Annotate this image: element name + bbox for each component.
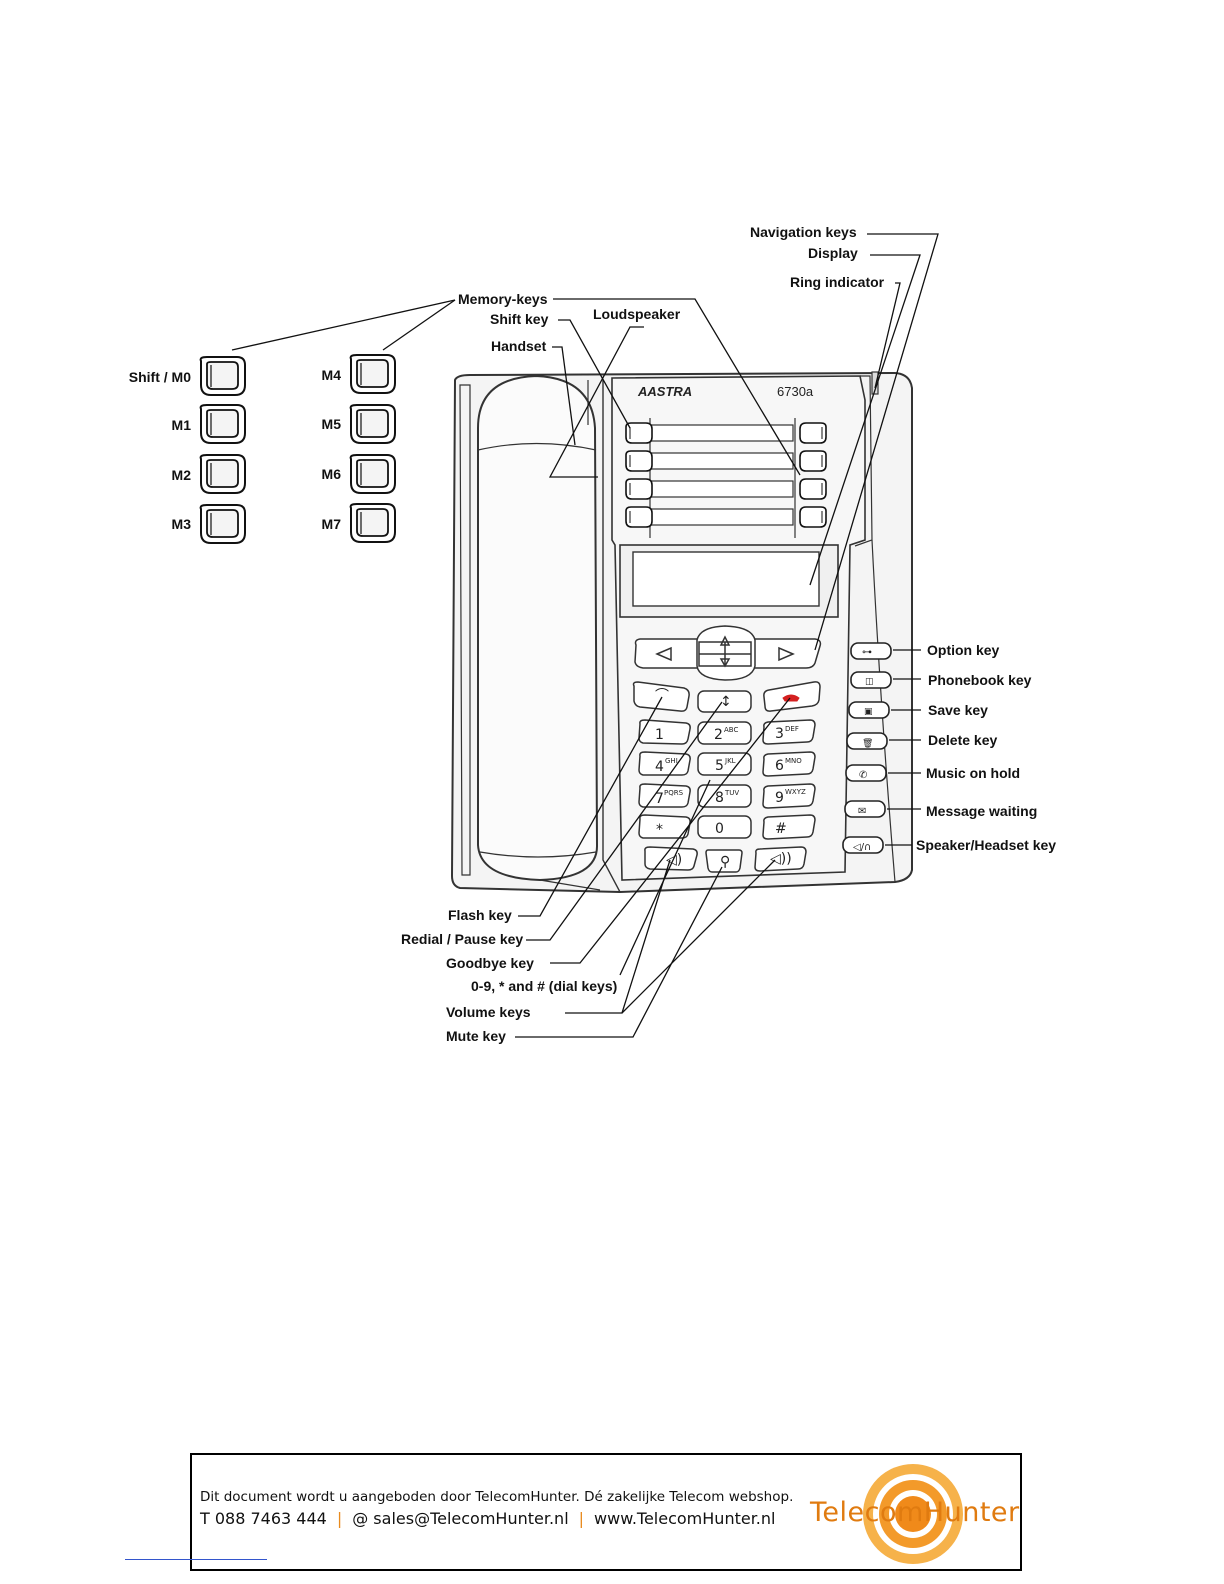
memory-key-icon: [199, 454, 246, 494]
dial-key-7: 7: [655, 791, 664, 807]
dial-key-4: 4: [655, 759, 664, 775]
dial-key-8: 8: [715, 790, 724, 806]
memory-key-icon: [349, 354, 396, 394]
callout-flash-key: Flash key: [448, 907, 512, 923]
dial-key-2-letters: ABC: [724, 726, 738, 734]
dial-key-3-letters: DEF: [785, 725, 799, 733]
callout-dial-keys: 0-9, * and # (dial keys): [471, 978, 617, 994]
footer-tagline: Dit document wordt u aangeboden door Tel…: [200, 1489, 794, 1505]
memory-key-label: M1: [172, 417, 192, 433]
logo-text: TelecomHunter: [810, 1497, 1020, 1528]
callout-volume-keys: Volume keys: [446, 1004, 531, 1020]
dial-key-2: 2: [714, 727, 723, 743]
dial-key-4-letters: GHI: [665, 757, 678, 765]
dial-key-star: *: [656, 822, 663, 838]
callout-shift-key: Shift key: [490, 311, 549, 327]
callout-labels: Memory-keys Shift key Loudspeaker Handse…: [401, 224, 1056, 1044]
svg-text:↕: ↕: [720, 694, 732, 710]
logo-target-icon: [863, 1464, 963, 1564]
footer-contact: T 088 7463 444 | @ sales@TelecomHunter.nl |…: [200, 1509, 775, 1528]
dial-key-labels: 1 2 ABC 3 DEF 4 GHI 5 JKL 6 MNO 7 PQRS 8…: [655, 725, 806, 870]
callout-mute-key: Mute key: [446, 1028, 506, 1044]
callout-redial-pause-key: Redial / Pause key: [401, 931, 523, 947]
callout-memory-keys: Memory-keys: [458, 291, 548, 307]
phone-brand: AASTRA: [637, 384, 692, 399]
dial-key-8-letters: TUV: [724, 789, 739, 797]
footer-phone: T 088 7463 444: [200, 1509, 327, 1528]
svg-text:◫: ◫: [865, 677, 874, 687]
callout-option-key: Option key: [927, 642, 1000, 658]
svg-text:✆: ✆: [859, 770, 867, 781]
callout-display: Display: [808, 245, 858, 261]
memory-key-label: M3: [172, 516, 192, 532]
callout-save-key: Save key: [928, 702, 988, 718]
dial-key-0: 0: [715, 821, 724, 837]
footer-banner: Dit document wordt u aangeboden door Tel…: [190, 1453, 1022, 1571]
callout-message-waiting: Message waiting: [926, 803, 1037, 819]
memory-key-icon: [199, 504, 246, 544]
dial-key-3: 3: [775, 726, 784, 742]
memory-keys-group: Shift / M0 M1 M2 M3 M4 M5 M6 M7: [129, 354, 396, 544]
side-keys: ⊶ ◫ ▣ 🗑 ✆ ✉ ◁/∩: [842, 642, 892, 854]
callout-music-on-hold: Music on hold: [926, 765, 1020, 781]
memory-key-label: M5: [322, 416, 342, 432]
dial-key-5-letters: JKL: [724, 757, 736, 765]
dial-key-9: 9: [775, 790, 784, 806]
phone-diagram: Shift / M0 M1 M2 M3 M4 M5 M6 M7: [129, 224, 1057, 1044]
dial-key-5: 5: [715, 758, 724, 774]
svg-text:✉: ✉: [858, 806, 866, 817]
telecomhunter-logo[interactable]: TelecomHunter: [808, 1461, 1020, 1567]
memory-key-label: M7: [322, 516, 342, 532]
memory-key-icon: [199, 404, 246, 444]
callout-speaker-headset-key: Speaker/Headset key: [916, 837, 1056, 853]
callout-lines: [231, 233, 939, 1038]
dial-key-6-letters: MNO: [785, 757, 802, 765]
volume-down-icon: ◁): [666, 852, 682, 868]
memory-key-icon: [199, 356, 246, 396]
svg-text:◁/∩: ◁/∩: [853, 842, 871, 853]
callout-navigation-keys: Navigation keys: [750, 224, 857, 240]
dial-key-9-letters: WXYZ: [785, 788, 806, 796]
mute-icon: ⚲: [720, 854, 730, 870]
memory-key-label: M4: [322, 367, 342, 383]
navigation-keys: [634, 625, 822, 681]
memory-key-icon: [349, 454, 396, 494]
svg-text:⊶: ⊶: [862, 647, 872, 658]
callout-goodbye-key: Goodbye key: [446, 955, 534, 971]
footer-web-link[interactable]: www.TelecomHunter.nl: [594, 1509, 776, 1528]
callout-loudspeaker: Loudspeaker: [593, 306, 681, 322]
dialpad: [638, 719, 816, 873]
footer-separator: |: [336, 1509, 343, 1528]
memory-key-label: Shift / M0: [129, 369, 191, 385]
dial-key-6: 6: [775, 758, 784, 774]
dial-key-1: 1: [655, 727, 664, 743]
footer-separator: |: [578, 1509, 585, 1528]
callout-phonebook-key: Phonebook key: [928, 672, 1032, 688]
memory-key-icon: [349, 503, 396, 543]
memory-key-label: M2: [172, 467, 192, 483]
dial-key-7-letters: PQRS: [664, 789, 684, 797]
svg-text:🗑: 🗑: [862, 738, 873, 749]
function-keys: ⌒ ↕: [632, 681, 821, 713]
dial-key-hash: #: [775, 821, 787, 837]
footer-link-underline: [125, 1559, 267, 1560]
phone-body: [450, 371, 913, 894]
display: [619, 544, 839, 618]
phone-model: 6730a: [777, 384, 814, 399]
svg-text:⌒: ⌒: [655, 688, 669, 704]
memory-key-label: M6: [322, 466, 342, 482]
volume-up-icon: ◁)): [770, 851, 792, 867]
memory-key-icon: [349, 404, 396, 444]
svg-text:▣: ▣: [864, 707, 873, 717]
callout-ring-indicator: Ring indicator: [790, 274, 885, 290]
callout-delete-key: Delete key: [928, 732, 997, 748]
callout-handset: Handset: [491, 338, 547, 354]
footer-email-link[interactable]: @ sales@TelecomHunter.nl: [352, 1509, 569, 1528]
